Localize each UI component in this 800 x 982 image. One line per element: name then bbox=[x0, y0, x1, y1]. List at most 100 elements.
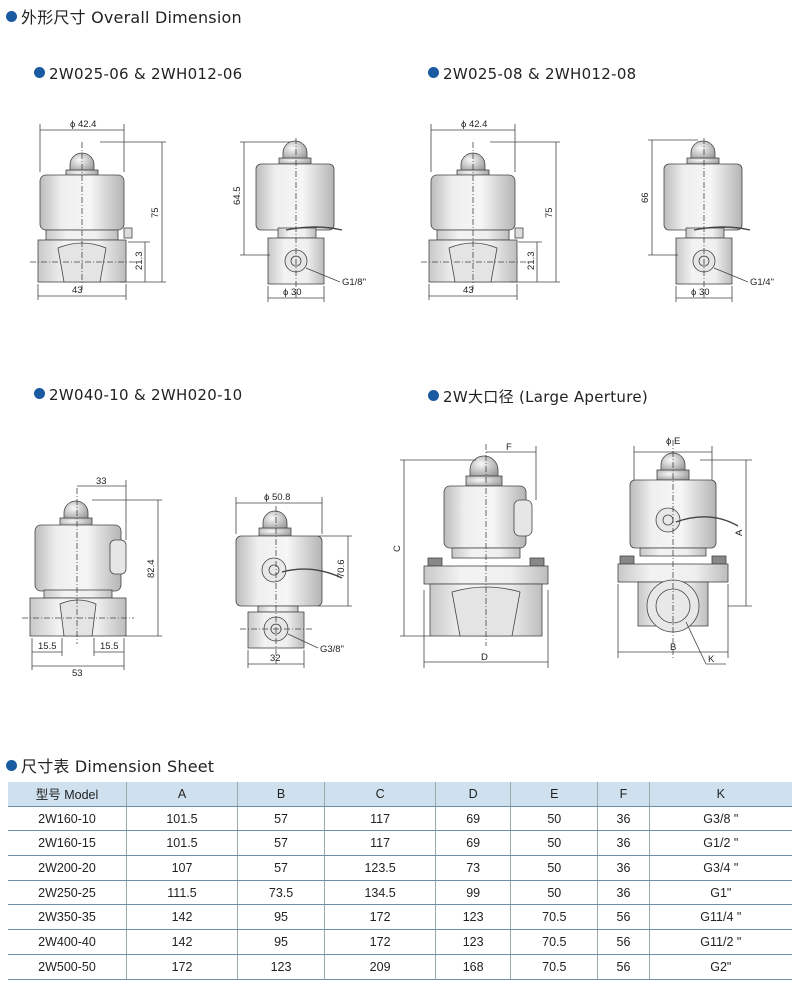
table-cell: 95 bbox=[237, 929, 326, 955]
dim-label: 15.5 bbox=[38, 641, 57, 652]
col-header: B bbox=[237, 782, 326, 807]
table-cell: 50 bbox=[510, 880, 599, 906]
section-title-text: 2W025-08 & 2WH012-08 bbox=[443, 65, 637, 83]
dim-label: 33 bbox=[96, 476, 107, 487]
dimension-sheet-heading: 尺寸表 Dimension Sheet bbox=[6, 753, 214, 777]
table-cell: 172 bbox=[324, 904, 437, 931]
dim-label: 53 bbox=[72, 668, 83, 679]
dimension-labels: ϕ 42.4 75 21.3 43 64.5 ϕ 30 G1/8" ϕ 42.4… bbox=[38, 119, 774, 679]
bullet-icon bbox=[6, 760, 17, 771]
table-cell: 2W400-40 bbox=[8, 929, 127, 955]
table-cell: 70.5 bbox=[510, 929, 599, 955]
section-title-10: 2W040-10 & 2WH020-10 bbox=[34, 386, 243, 404]
bullet-icon bbox=[6, 11, 17, 22]
dim-label: ϕ 30 bbox=[691, 287, 710, 298]
table-cell: 101.5 bbox=[126, 806, 238, 832]
table-cell: 117 bbox=[324, 830, 437, 857]
dim-label: 75 bbox=[150, 207, 161, 218]
table-cell: 172 bbox=[126, 954, 238, 980]
table-cell: 56 bbox=[597, 954, 650, 980]
table-cell: 2W250-25 bbox=[8, 880, 127, 906]
col-header: F bbox=[597, 782, 650, 807]
table-cell: 123.5 bbox=[324, 855, 437, 881]
dim-label: F bbox=[506, 442, 512, 453]
dim-label: G1/8" bbox=[342, 277, 366, 288]
table-cell: G11/2 " bbox=[649, 929, 792, 955]
table-cell: 57 bbox=[237, 806, 326, 832]
table-cell: 2W160-10 bbox=[8, 806, 127, 832]
dim-label: 32 bbox=[270, 653, 281, 664]
dim-label: 21.3 bbox=[134, 252, 145, 271]
col-header: C bbox=[324, 782, 437, 807]
dim-label: ϕ 50.8 bbox=[264, 492, 290, 503]
table-cell: 36 bbox=[597, 830, 650, 857]
table-cell: 134.5 bbox=[324, 880, 437, 906]
table-cell: 50 bbox=[510, 806, 599, 832]
table-header-row: 型号 Model A B C D E F K bbox=[8, 782, 792, 807]
dim-label: ϕ 42.4 bbox=[461, 119, 487, 130]
section-title-text: 2W025-06 & 2WH012-06 bbox=[49, 65, 243, 83]
table-cell: 123 bbox=[435, 929, 512, 955]
table-cell: 2W500-50 bbox=[8, 954, 127, 980]
bullet-icon bbox=[428, 67, 439, 78]
dim-label: B bbox=[670, 642, 676, 653]
col-header: K bbox=[649, 782, 792, 807]
drawing-10-side bbox=[235, 497, 352, 668]
table-cell: 168 bbox=[435, 954, 512, 980]
dim-label: 43 bbox=[72, 285, 83, 296]
table-cell: G11/4 " bbox=[649, 904, 792, 931]
table-cell: 99 bbox=[435, 880, 512, 906]
table-cell: 50 bbox=[510, 855, 599, 881]
table-cell: 50 bbox=[510, 830, 599, 857]
table-cell: 101.5 bbox=[126, 830, 238, 857]
table-cell: 107 bbox=[126, 855, 238, 881]
dim-label: 70.6 bbox=[336, 560, 347, 579]
bullet-icon bbox=[428, 390, 439, 401]
dim-label: D bbox=[481, 652, 488, 663]
heading-text: 尺寸表 Dimension Sheet bbox=[21, 757, 215, 776]
table-cell: 209 bbox=[324, 954, 437, 980]
dim-label: G3/8" bbox=[320, 644, 344, 655]
section-title-06: 2W025-06 & 2WH012-06 bbox=[34, 65, 243, 83]
table-cell: 2W160-15 bbox=[8, 830, 127, 857]
table-cell: 69 bbox=[435, 806, 512, 832]
dim-label: 75 bbox=[544, 207, 555, 218]
dim-label: C bbox=[392, 545, 403, 552]
table-cell: 36 bbox=[597, 880, 650, 906]
table-cell: 56 bbox=[597, 904, 650, 931]
dim-label: 21.3 bbox=[526, 252, 537, 271]
table-cell: 111.5 bbox=[126, 880, 238, 906]
drawing-10-front bbox=[22, 480, 162, 670]
table-cell: 2W350-35 bbox=[8, 904, 127, 931]
table-cell: 57 bbox=[237, 830, 326, 857]
table-cell: G2" bbox=[649, 954, 792, 980]
dim-label: 64.5 bbox=[232, 187, 243, 206]
bullet-icon bbox=[34, 67, 45, 78]
table-cell: 57 bbox=[237, 855, 326, 881]
table-cell: 95 bbox=[237, 904, 326, 931]
dim-label: ϕ 30 bbox=[283, 287, 302, 298]
dim-label: K bbox=[708, 654, 715, 665]
table-cell: 117 bbox=[324, 806, 437, 832]
drawing-06-front bbox=[30, 124, 166, 300]
table-cell: 70.5 bbox=[510, 904, 599, 931]
table-cell: 56 bbox=[597, 929, 650, 955]
section-title-large: 2W大口径 (Large Aperture) bbox=[428, 386, 648, 407]
col-header: E bbox=[510, 782, 599, 807]
drawing-06-side bbox=[240, 138, 343, 302]
dim-label: 66 bbox=[640, 192, 651, 203]
dim-label: A bbox=[734, 529, 745, 536]
table-cell: G1/2 " bbox=[649, 830, 792, 857]
col-header: A bbox=[126, 782, 238, 807]
overall-dimension-heading: 外形尺寸 Overall Dimension bbox=[6, 4, 242, 28]
table-cell: 73.5 bbox=[237, 880, 326, 906]
table-cell: 36 bbox=[597, 855, 650, 881]
table-cell: G3/4 " bbox=[649, 855, 792, 881]
